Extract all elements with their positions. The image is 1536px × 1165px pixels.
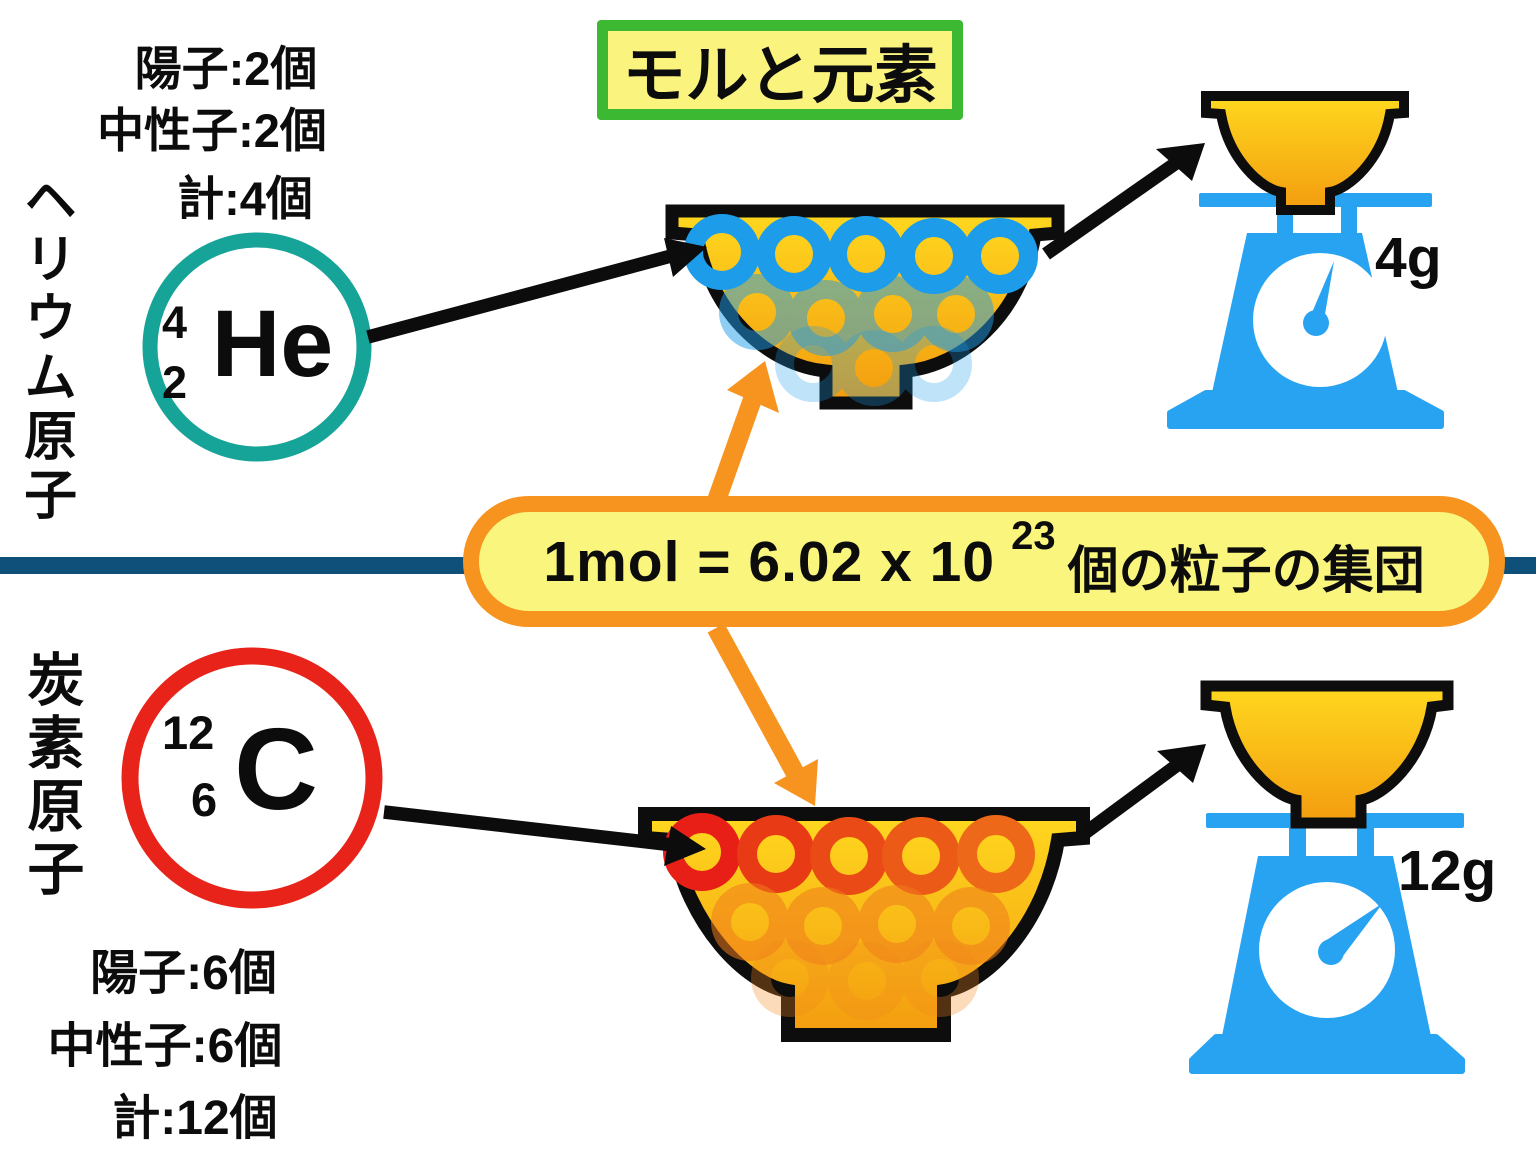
particle-ring (810, 817, 888, 895)
particle-ring (962, 218, 1038, 294)
arrow-helium-to-bowl (366, 238, 707, 344)
scale-base (1167, 390, 1444, 429)
helium-neutrons-label: 中性子:2個 (97, 104, 327, 157)
helium-symbol: He (211, 291, 334, 397)
particle-ring (775, 326, 851, 402)
particle-ring (711, 883, 789, 961)
helium-bowl-icon (665, 204, 1065, 410)
arrow-carbon-bowl-to-scale (1080, 744, 1206, 839)
scale-base (1189, 1034, 1465, 1074)
carbon-bowl-icon (638, 807, 1090, 1042)
helium-scale-reading: 4g (1375, 226, 1442, 290)
carbon-section-label: 炭素原子 (18, 650, 83, 902)
particle-ring (828, 942, 906, 1020)
carbon-symbol: C (234, 704, 318, 834)
particle-ring (858, 885, 936, 963)
scale-needle-hub (1303, 310, 1329, 336)
particle-ring (737, 815, 815, 893)
mole-exponent: 23 (1011, 514, 1056, 558)
scale-pan-bowl (1200, 680, 1454, 829)
mole-definition-callout: 1mol = 6.02 x 10 23 個の粒子の集団 (463, 496, 1505, 627)
carbon-mass-number: 12 (162, 706, 215, 759)
carbon-atomic-number: 6 (191, 773, 218, 826)
helium-protons-label: 陽子:2個 (134, 42, 318, 95)
helium-atom-circle-icon (142, 232, 372, 462)
particle-ring (751, 939, 829, 1017)
scale-post (1289, 828, 1306, 856)
particle-ring (896, 326, 972, 402)
carbon-scale-reading: 12g (1398, 839, 1497, 903)
mole-formula: 1mol = 6.02 x 10 (543, 529, 996, 594)
particle-ring (882, 817, 960, 895)
particle-ring (756, 216, 832, 292)
mole-formula-suffix: 個の粒子の集団 (1067, 541, 1425, 599)
carbon-particles (663, 813, 1035, 1020)
scale-pan-bowl (1201, 91, 1409, 215)
arrow-helium-bowl-to-scale (1042, 143, 1205, 260)
carbon-atom-circle-icon (121, 647, 383, 909)
helium-particles (684, 214, 1038, 406)
particle-ring (932, 887, 1010, 965)
helium-scale-icon (1167, 91, 1444, 429)
particle-ring (828, 216, 904, 292)
helium-section-label: ヘリウム原子 (16, 172, 76, 526)
carbon-total-label: 計:12個 (112, 1092, 278, 1145)
arrow-mole-to-helium-bowl (702, 361, 779, 520)
particle-ring (788, 280, 864, 356)
helium-atomic-number: 2 (162, 357, 188, 408)
page-title: モルと元素 (622, 40, 938, 111)
carbon-protons-label: 陽子:6個 (90, 947, 277, 1000)
title-box: モルと元素 (597, 20, 963, 120)
scale-post (1341, 207, 1357, 234)
helium-mass-number: 4 (162, 297, 188, 348)
carbon-neutrons-label: 中性子:6個 (47, 1020, 283, 1073)
particle-ring (784, 887, 862, 965)
particle-ring (957, 815, 1035, 893)
particle-ring (918, 276, 994, 352)
particle-ring (901, 939, 979, 1017)
scale-needle (1308, 261, 1334, 326)
scale-post (1357, 828, 1374, 856)
arrow-carbon-to-bowl (383, 805, 706, 866)
particle-ring (836, 330, 912, 406)
helium-total-label: 計:4個 (177, 172, 313, 225)
scale-needle-hub (1318, 939, 1344, 965)
particle-ring (719, 274, 795, 350)
arrow-mole-to-carbon-bowl (707, 623, 818, 806)
carbon-scale-icon (1189, 680, 1465, 1074)
